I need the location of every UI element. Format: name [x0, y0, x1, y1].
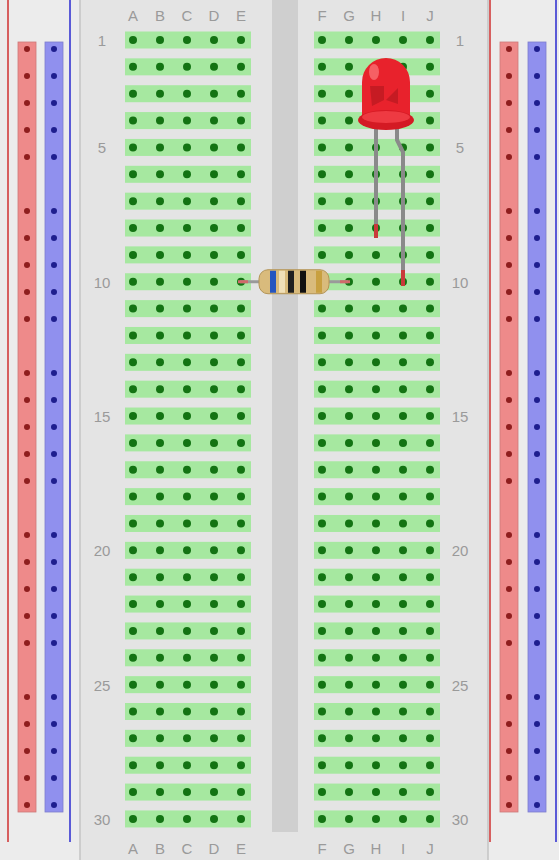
column-letter: A	[128, 8, 138, 23]
terminal-strip	[125, 32, 440, 49]
row-number: 1	[98, 33, 106, 48]
row-number: 30	[452, 811, 469, 826]
row-number: 10	[452, 274, 469, 289]
board-body	[80, 0, 488, 860]
column-letter: B	[155, 841, 165, 856]
column-letter: J	[426, 841, 434, 856]
rail-line	[69, 0, 71, 842]
row-number: 1	[456, 33, 464, 48]
rail-line	[489, 0, 491, 842]
column-letter: F	[317, 841, 326, 856]
column-letter: D	[209, 8, 220, 23]
terminal-strip	[125, 676, 440, 693]
power-rail	[528, 42, 546, 812]
row-number: 20	[452, 543, 469, 558]
row-number: 10	[94, 274, 111, 289]
terminal-strip	[125, 569, 440, 586]
terminal-strip	[125, 784, 440, 801]
terminal-strip	[125, 461, 440, 478]
terminal-strip	[125, 408, 440, 425]
row-number: 25	[94, 677, 111, 692]
column-letter: G	[343, 8, 355, 23]
led-symbol	[358, 58, 414, 286]
row-number: 15	[452, 409, 469, 424]
terminal-strip	[125, 542, 440, 559]
row-number: 5	[456, 140, 464, 155]
column-letter: E	[236, 8, 246, 23]
board-edge	[487, 0, 489, 860]
terminal-strip	[125, 434, 440, 451]
row-number: 20	[94, 543, 111, 558]
terminal-strip	[125, 300, 440, 317]
terminal-strip	[125, 757, 440, 774]
rail-line	[7, 0, 9, 842]
column-letter: H	[371, 8, 382, 23]
terminal-strip	[125, 139, 440, 156]
column-letter: F	[317, 8, 326, 23]
row-number: 25	[452, 677, 469, 692]
terminal-strip	[125, 327, 440, 344]
terminal-strip	[125, 649, 440, 666]
terminal-strip	[125, 596, 440, 613]
terminal-strip	[125, 220, 440, 237]
column-letter: J	[426, 8, 434, 23]
terminal-strip	[125, 166, 440, 183]
column-letter: I	[401, 841, 405, 856]
column-letter: B	[155, 8, 165, 23]
terminal-strip	[125, 730, 440, 747]
column-letter: C	[182, 841, 193, 856]
terminal-strip	[125, 622, 440, 639]
terminal-strip	[125, 193, 440, 210]
column-letter: E	[236, 841, 246, 856]
power-rail	[45, 42, 63, 812]
terminal-strip	[125, 488, 440, 505]
column-letter: D	[209, 841, 220, 856]
power-rail	[18, 42, 36, 812]
column-letter: C	[182, 8, 193, 23]
terminal-strip	[125, 246, 440, 263]
terminal-strip	[125, 381, 440, 398]
column-letter: G	[343, 841, 355, 856]
row-number: 15	[94, 409, 111, 424]
column-letter: H	[371, 841, 382, 856]
rail-line	[555, 0, 557, 842]
terminal-strip	[125, 515, 440, 532]
resistor-symbol	[238, 270, 350, 294]
row-number: 5	[98, 140, 106, 155]
terminal-strip	[125, 703, 440, 720]
center-channel	[272, 0, 298, 832]
terminal-strip	[125, 354, 440, 371]
power-rail	[500, 42, 518, 812]
column-letter: A	[128, 841, 138, 856]
row-number: 30	[94, 811, 111, 826]
board-edge	[79, 0, 81, 860]
column-letter: I	[401, 8, 405, 23]
terminal-strip	[125, 810, 440, 827]
